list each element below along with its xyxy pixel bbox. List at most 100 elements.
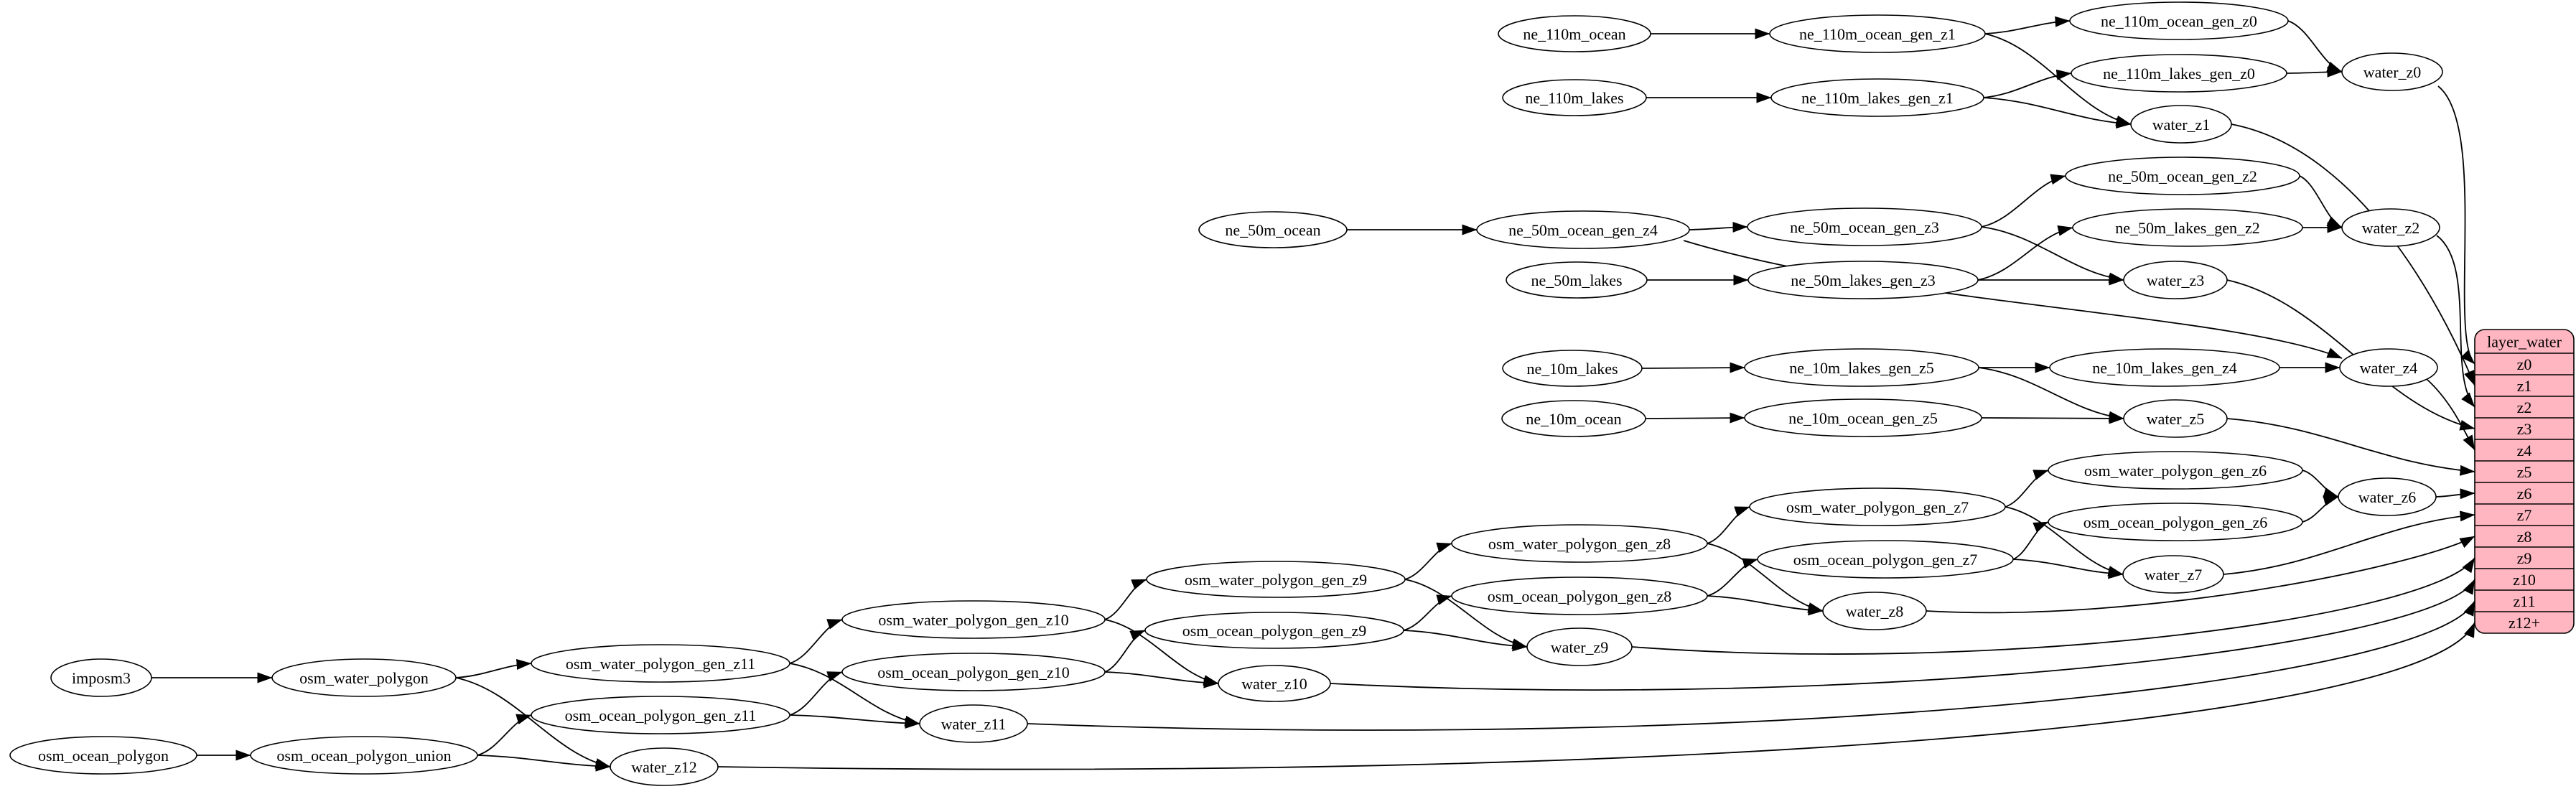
edge-layer <box>151 16 2475 772</box>
node-ellipse <box>1749 487 2006 526</box>
edge-water_z9-to-layer_water-z9 <box>1631 557 2475 655</box>
table-row-label: z1 <box>2517 377 2532 395</box>
edge-osm_water_polygon_gen_z8-to-osm_water_polygon_gen_z7 <box>1707 506 1750 544</box>
node-ne_110m_ocean_gen_z0: ne_110m_ocean_gen_z0 <box>2069 1 2289 40</box>
table-row-z0: z0 <box>2517 355 2532 373</box>
node-label: ne_50m_ocean_gen_z3 <box>1790 218 1939 236</box>
edge-water_z10-to-layer_water-z10 <box>1330 579 2475 691</box>
edge-osm_ocean_polygon_gen_z6-to-water_z6 <box>2302 495 2339 523</box>
node-label: osm_ocean_polygon_gen_z11 <box>565 706 757 724</box>
node-ellipse <box>9 736 197 775</box>
edge-osm_ocean_polygon_gen_z11-to-water_z11 <box>789 714 920 729</box>
node-ellipse <box>1769 14 1986 53</box>
edge-ne_50m_ocean_gen_z4-to-ne_50m_ocean_gen_z3 <box>1689 221 1748 233</box>
edge-ne_110m_lakes_gen_z0-to-water_z0 <box>2286 66 2343 78</box>
edge-ne_110m_ocean_gen_z0-to-water_z0 <box>2287 20 2343 73</box>
node-ellipse <box>2122 555 2224 594</box>
edge-ne_110m_lakes_gen_z1-to-water_z1 <box>1983 97 2132 129</box>
edge-osm_water_polygon_gen_z8-to-water_z8 <box>1707 543 1824 613</box>
node-osm_ocean_polygon_gen_z11: osm_ocean_polygon_gen_z11 <box>531 696 790 734</box>
table-row-z6: z6 <box>2517 485 2532 503</box>
node-label: osm_water_polygon <box>299 669 429 687</box>
edge-osm_water_polygon_gen_z10-to-osm_water_polygon_gen_z9 <box>1104 579 1147 620</box>
node-label: osm_water_polygon_gen_z11 <box>566 655 755 673</box>
node-ellipse <box>2130 105 2232 144</box>
node-ellipse <box>531 644 790 683</box>
node-label: water_z9 <box>1551 638 1609 656</box>
node-ellipse <box>1757 540 2014 579</box>
edge-ne_50m_ocean_gen_z3-to-ne_50m_ocean_gen_z2 <box>1981 174 2066 228</box>
node-osm_ocean_polygon_gen_z10: osm_ocean_polygon_gen_z10 <box>841 653 1106 691</box>
node-label: osm_ocean_polygon_gen_z6 <box>2083 513 2268 531</box>
node-label: ne_50m_ocean_gen_z4 <box>1508 221 1658 239</box>
node-ne_10m_ocean: ne_10m_ocean <box>1501 400 1646 437</box>
edge-ne_50m_ocean_gen_z3-to-water_z3 <box>1981 226 2124 284</box>
node-ellipse <box>2072 208 2303 247</box>
table-title: layer_water <box>2487 333 2562 351</box>
node-ne_10m_lakes_gen_z4: ne_10m_lakes_gen_z4 <box>2049 348 2280 387</box>
node-label: water_z1 <box>2152 116 2211 134</box>
node-label: water_z0 <box>2363 63 2422 81</box>
edge-water_z5-to-layer_water-z5 <box>2226 418 2475 476</box>
node-ne_10m_ocean_gen_z5: ne_10m_ocean_gen_z5 <box>1744 398 1982 437</box>
edge-osm_water_polygon_gen_z9-to-osm_water_polygon_gen_z8 <box>1404 542 1452 580</box>
node-ne_50m_ocean_gen_z3: ne_50m_ocean_gen_z3 <box>1747 207 1982 246</box>
node-imposm3: imposm3 <box>50 658 152 697</box>
node-ellipse <box>1502 350 1643 387</box>
node-ne_110m_lakes_gen_z1: ne_110m_lakes_gen_z1 <box>1770 78 1984 117</box>
node-label: osm_water_polygon_gen_z9 <box>1185 571 1367 589</box>
node-osm_water_polygon_gen_z11: osm_water_polygon_gen_z11 <box>531 644 790 683</box>
node-ne_10m_lakes_gen_z5: ne_10m_lakes_gen_z5 <box>1744 348 1979 387</box>
node-label: imposm3 <box>72 669 131 687</box>
node-label: osm_ocean_polygon_gen_z7 <box>1793 551 1978 569</box>
node-label: osm_water_polygon_gen_z6 <box>2084 462 2267 480</box>
node-label: water_z7 <box>2145 566 2203 584</box>
table-row-label: z8 <box>2517 528 2532 546</box>
node-label: ne_50m_lakes <box>1531 271 1622 289</box>
node-label: ne_10m_lakes_gen_z5 <box>1789 359 1934 377</box>
node-label: ne_10m_lakes_gen_z4 <box>2092 359 2237 377</box>
edge-osm_water_polygon_gen_z11-to-osm_water_polygon_gen_z10 <box>789 619 843 664</box>
node-ne_50m_ocean: ne_50m_ocean <box>1198 211 1348 248</box>
edge-ne_10m_ocean-to-ne_10m_ocean_gen_z5 <box>1645 412 1745 424</box>
node-ellipse <box>1476 210 1690 249</box>
node-label: water_z4 <box>2360 359 2418 377</box>
table-row-label: z2 <box>2517 398 2532 416</box>
node-ellipse <box>531 696 790 734</box>
node-label: osm_water_polygon_gen_z8 <box>1488 535 1671 553</box>
node-ellipse <box>1218 665 1331 702</box>
edge-ne_110m_lakes_gen_z1-to-ne_110m_lakes_gen_z0 <box>1983 69 2072 98</box>
node-label: water_z5 <box>2147 410 2205 428</box>
node-label: water_z12 <box>631 758 697 776</box>
node-osm_water_polygon: osm_water_polygon <box>271 658 457 697</box>
table-row-z12+: z12+ <box>2509 614 2540 632</box>
node-ne_10m_lakes: ne_10m_lakes <box>1502 350 1643 387</box>
edge-ne_10m_ocean_gen_z5-to-water_z5 <box>1981 413 2124 424</box>
node-ellipse <box>1747 261 1979 299</box>
node-water_z6: water_z6 <box>2338 477 2437 516</box>
table-row-z4: z4 <box>2517 442 2532 459</box>
edge-osm_ocean_polygon_union-to-water_z12 <box>477 755 611 772</box>
node-label: ne_10m_ocean_gen_z5 <box>1788 409 1938 427</box>
node-ellipse <box>1144 612 1404 649</box>
node-osm_ocean_polygon_gen_z9: osm_ocean_polygon_gen_z9 <box>1144 612 1404 649</box>
node-label: ne_50m_lakes_gen_z3 <box>1791 271 1936 289</box>
edge-osm_ocean_polygon_gen_z11-to-osm_ocean_polygon_gen_z10 <box>789 671 843 716</box>
edge-osm_water_polygon_gen_z10-to-water_z10 <box>1104 619 1219 686</box>
node-water_z7: water_z7 <box>2122 555 2224 594</box>
node-ellipse <box>1501 400 1646 437</box>
node-ellipse <box>2065 157 2300 195</box>
edge-osm_water_polygon-to-water_z12 <box>455 677 611 769</box>
table-row-z3: z3 <box>2517 420 2532 438</box>
node-label: osm_ocean_polygon_gen_z9 <box>1182 622 1367 640</box>
node-label: water_z6 <box>2358 488 2417 506</box>
table-row-z7: z7 <box>2517 506 2532 524</box>
node-ellipse <box>1451 576 1708 615</box>
node-water_z10: water_z10 <box>1218 665 1331 702</box>
table-row-z2: z2 <box>2517 398 2532 416</box>
node-water_z0: water_z0 <box>2341 52 2443 91</box>
node-water_z5: water_z5 <box>2123 399 2228 438</box>
node-ellipse <box>2071 54 2287 93</box>
node-osm_ocean_polygon_gen_z6: osm_ocean_polygon_gen_z6 <box>2048 503 2303 541</box>
